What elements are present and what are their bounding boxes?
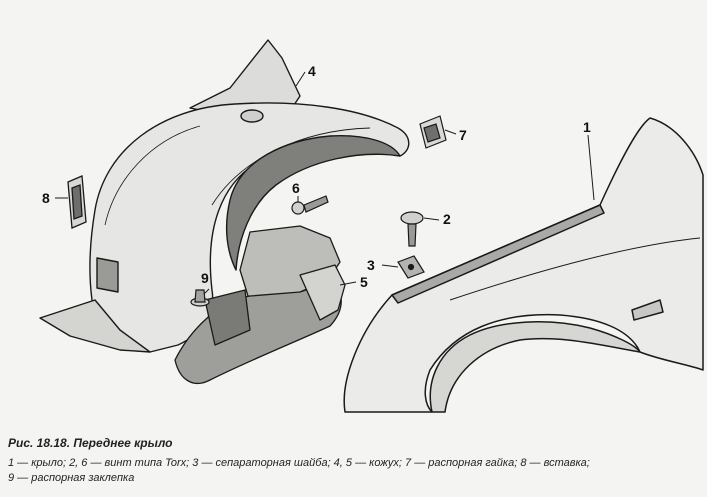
leader-lines: [55, 71, 595, 295]
callout-7: 7: [459, 127, 467, 143]
fender-exploded-view: 4 7 1 6 2 3 5 9 8: [39, 39, 704, 413]
fender-panel: [343, 117, 704, 413]
lower-liner-shroud: [174, 225, 346, 384]
spreader-rivet-part: [190, 289, 210, 307]
callout-5: 5: [360, 274, 368, 290]
caption-title: Рис. 18.18. Переднее крыло: [8, 436, 173, 450]
callout-2: 2: [443, 211, 451, 227]
callout-9: 9: [201, 270, 209, 286]
callout-3: 3: [367, 257, 375, 273]
wheel-arch-liner: [39, 39, 410, 353]
spreader-nut-part: [419, 115, 447, 149]
torx-screw-part-6: [291, 195, 329, 215]
callout-6: 6: [292, 180, 300, 196]
figure-caption: Рис. 18.18. Переднее крыло 1 — крыло; 2,…: [8, 436, 700, 486]
caption-legend-line-1: 1 — крыло; 2, 6 — винт типа Torx; 3 — се…: [8, 457, 590, 469]
separator-washer-part: [397, 255, 425, 279]
callout-8: 8: [42, 190, 50, 206]
torx-screw-part-2: [400, 211, 424, 247]
callout-4: 4: [308, 63, 316, 79]
caption-legend-line-2: 9 — распорная заклепка: [8, 472, 135, 484]
insert-part: [67, 175, 87, 229]
callout-1: 1: [583, 119, 591, 135]
